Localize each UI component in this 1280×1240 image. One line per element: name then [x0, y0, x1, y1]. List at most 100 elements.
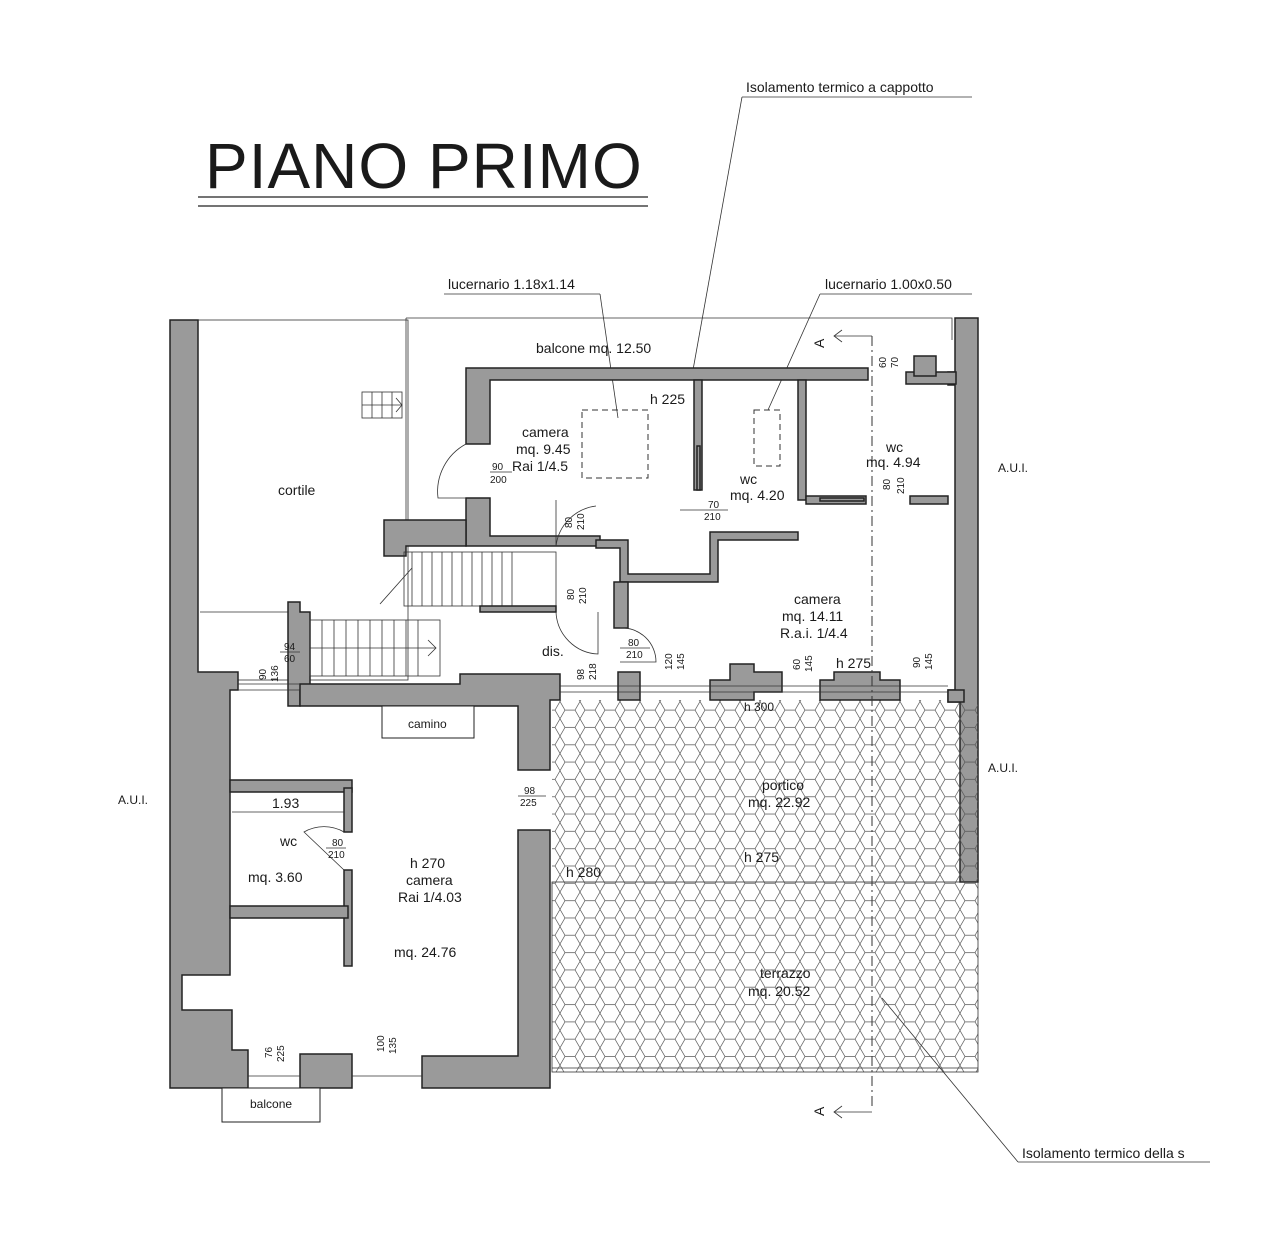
camera3-height: h 270	[410, 855, 445, 871]
dim-145b: 145	[804, 655, 815, 672]
dim-90: 90	[492, 462, 504, 473]
dim-90b: 90	[912, 656, 923, 668]
portico-terrazzo-paving	[552, 700, 978, 1072]
dim-80b: 80	[566, 588, 577, 600]
wall-dis-vertical	[613, 581, 629, 629]
dim-80d: 80	[882, 478, 893, 490]
wall-wc-divider-2	[797, 379, 807, 501]
wall-left	[169, 319, 249, 1089]
portico-name: portico	[762, 777, 804, 793]
door-wc1	[696, 445, 701, 491]
dim-100: 100	[376, 1035, 387, 1052]
wall-porch-stub-right	[947, 689, 965, 703]
balcone-top-label: balcone mq. 12.50	[536, 340, 651, 356]
dim-70b: 70	[890, 356, 901, 368]
camera3-area: mq. 24.76	[394, 944, 456, 960]
page-title: PIANO PRIMO	[205, 130, 643, 202]
insulation-bottom-label: Isolamento termico della s	[1022, 1145, 1185, 1161]
wall-wc3-right-top	[343, 787, 353, 833]
insulation-top-label: Isolamento termico a cappotto	[746, 79, 934, 95]
section-arrow-bottom-head	[833, 1105, 843, 1119]
wc1-area: mq. 4.20	[730, 487, 785, 503]
dim-76: 76	[264, 1046, 275, 1058]
skylight-2-outline	[753, 409, 781, 467]
dim-60a: 60	[792, 658, 803, 670]
h225-label: h 225	[650, 391, 685, 407]
dim-80e: 80	[332, 838, 344, 849]
wall-bottom-mid	[299, 1053, 353, 1089]
aui-left: A.U.I.	[118, 793, 148, 807]
dim-120: 120	[664, 653, 675, 670]
terrazzo-name: terrazzo	[760, 965, 811, 981]
dim-210d: 210	[626, 650, 643, 661]
dis-label: dis.	[542, 643, 564, 659]
dim-60b: 60	[878, 356, 889, 368]
dim-80a: 80	[564, 516, 575, 528]
dim-60c: 60	[284, 654, 296, 665]
insulation-bottom-leader	[881, 997, 1019, 1163]
cortile-stair-icon	[361, 391, 403, 419]
camera1-area: mq. 9.45	[516, 441, 571, 457]
dim-136: 136	[270, 665, 281, 682]
terrazzo-outline	[551, 881, 979, 1073]
camera1-name: camera	[522, 424, 569, 440]
skylight-1-outline	[581, 409, 649, 479]
wc2-area: mq. 4.94	[866, 454, 921, 470]
skylight-1-leader	[599, 293, 619, 419]
camera3-rai: Rai 1/4.03	[398, 889, 462, 905]
camera1-rai: Rai 1/4.5	[512, 458, 568, 474]
aui-right-top: A.U.I.	[998, 461, 1028, 475]
balcone-bottom-box	[221, 1087, 321, 1123]
dim-135: 135	[388, 1037, 399, 1054]
dim-98b: 98	[524, 786, 536, 797]
dim-70: 70	[708, 500, 720, 511]
wall-wc2-bottom-r	[909, 495, 949, 505]
h275-top-label: h 275	[836, 655, 871, 671]
wc3-name: wc	[279, 833, 297, 849]
dim-210a: 210	[704, 512, 721, 523]
dim-200: 200	[490, 475, 507, 486]
camino-box	[381, 705, 475, 739]
dim-80c: 80	[628, 638, 640, 649]
wall-stub-chimney-top	[913, 355, 937, 377]
dim-90c: 90	[258, 668, 269, 680]
wc3-area: mq. 3.60	[248, 869, 303, 885]
dim-1-93: 1.93	[272, 795, 299, 811]
dim-218: 218	[588, 663, 599, 680]
h280-label: h 280	[566, 864, 601, 880]
skylight-2-label: lucernario 1.00x0.50	[825, 276, 952, 292]
door-swing-hall-1	[555, 500, 597, 547]
camera3-name: camera	[406, 872, 453, 888]
h300-label: h 300	[744, 700, 774, 714]
balcone-bottom-label: balcone	[250, 1097, 292, 1111]
dim-210b: 210	[576, 513, 587, 530]
door-swing-hall-2	[555, 611, 599, 655]
h275-portico-label: h 275	[744, 849, 779, 865]
camera2-name: camera	[794, 591, 841, 607]
insulation-top-leader	[692, 96, 743, 371]
dim-94: 94	[284, 642, 296, 653]
portico-area: mq. 22.92	[748, 794, 810, 810]
staircase	[287, 519, 557, 707]
section-label-bottom: A	[811, 1106, 827, 1116]
door-swing-camera1	[437, 443, 467, 499]
section-label-top: A	[811, 338, 827, 348]
dim-145c: 145	[924, 653, 935, 670]
aui-right-mid: A.U.I.	[988, 761, 1018, 775]
wc1-name: wc	[739, 471, 757, 487]
section-arrow-top-head	[833, 329, 843, 343]
dim-210f: 210	[328, 850, 345, 861]
door-swing-camera2	[619, 627, 657, 663]
terrazzo-area: mq. 20.52	[748, 983, 810, 999]
dim-225: 225	[520, 798, 537, 809]
camino-label: camino	[408, 717, 447, 731]
wall-wc3-top	[229, 779, 353, 793]
skylight-2-leader	[767, 293, 821, 411]
dim-210c: 210	[578, 587, 589, 604]
door-swing-wc3	[303, 826, 345, 871]
skylight-1-label: lucernario 1.18x1.14	[448, 276, 575, 292]
cortile-label: cortile	[278, 482, 316, 498]
wall-porch-chimney-1	[709, 663, 783, 701]
wc2-name: wc	[885, 439, 903, 455]
